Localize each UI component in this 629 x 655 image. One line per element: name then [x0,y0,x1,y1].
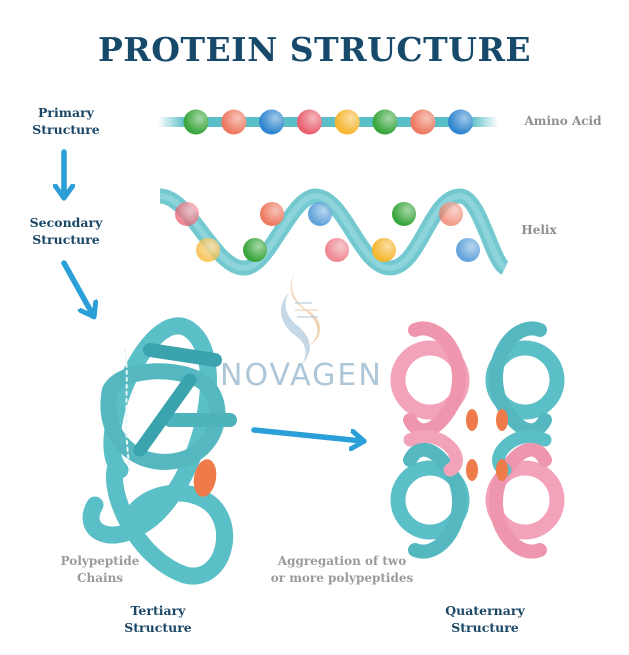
amino-acid-bead [334,109,360,135]
amino-acid-bead [325,238,349,262]
amino-acid-bead [308,202,332,226]
amino-acid-bead [410,109,436,135]
amino-acid-bead [372,238,396,262]
amino-acid-bead [260,202,284,226]
primary-beads [183,109,474,135]
secondary-label-line1: Secondary [29,215,103,230]
polypeptide-note-line1: Polypeptide [60,554,140,568]
quaternary-label-line1: Quaternary [445,603,525,618]
aggregation-note-line2: or more polypeptides [270,571,414,585]
aggregation-note-line1: Aggregation of two [277,554,407,568]
tertiary-structure-label: Tertiary Structure [110,602,206,636]
amino-acid-bead [196,238,220,262]
primary-structure-label: Primary Structure [22,104,110,138]
polypeptide-note-line2: Chains [76,571,124,585]
amino-acid-bead [456,238,480,262]
amino-acid-bead [392,202,416,226]
arrow-right-icon [251,427,362,441]
aggregation-note: Aggregation of two or more polypeptides [262,553,422,587]
amino-acid-bead [175,202,199,226]
tertiary-protein [82,317,237,585]
amino-acid-label: Amino Acid [524,114,602,128]
secondary-label-line2: Structure [32,232,100,247]
polypeptide-chains-note: Polypeptide Chains [50,553,150,587]
helix-beads [175,202,480,262]
quaternary-label-line2: Structure [451,620,519,635]
amino-acid-bead [296,109,322,135]
arrow-diagonal-icon [61,260,93,315]
primary-label-line2: Structure [32,122,100,137]
amino-acid-bead [372,109,398,135]
amino-acid-bead [183,109,209,135]
amino-acid-bead [259,109,285,135]
watermark-text: NOVAGEN [220,358,383,393]
tertiary-label-line1: Tertiary [130,603,186,618]
diagram-title: PROTEIN STRUCTURE [97,30,532,69]
quaternary-protein [390,321,565,559]
secondary-structure-label: Secondary Structure [18,214,114,248]
tertiary-label-line2: Structure [124,620,192,635]
primary-chain-rod [158,117,498,127]
heme-group [193,459,217,497]
watermark-dna-icon [281,262,321,366]
quaternary-structure-label: Quaternary Structure [430,602,540,636]
quaternary-heme-groups [466,409,508,481]
amino-acid-bead [448,109,474,135]
helix-highlight [159,192,507,272]
amino-acid-bead [439,202,463,226]
amino-acid-bead [243,238,267,262]
primary-label-line1: Primary [38,105,94,120]
helix-label: Helix [521,223,557,237]
amino-acid-bead [221,109,247,135]
